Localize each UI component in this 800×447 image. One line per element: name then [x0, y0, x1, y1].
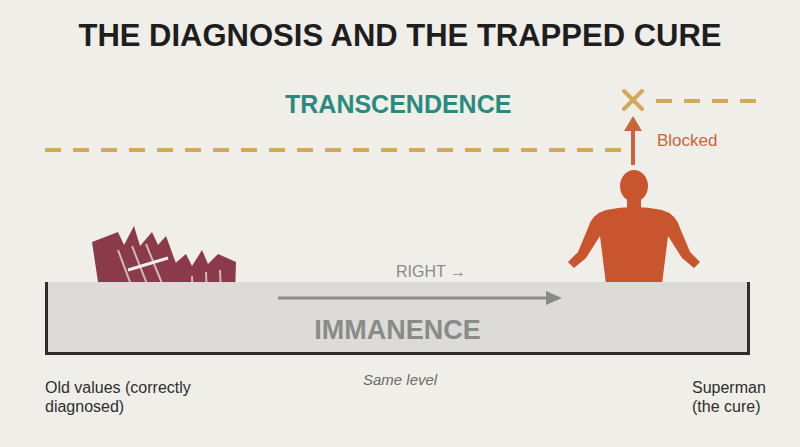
upward-arrow	[631, 128, 635, 165]
band-label: IMMANENCE	[48, 315, 747, 346]
arrow-head	[624, 116, 642, 131]
level-note: Same level	[363, 371, 437, 388]
caption-label: Superman (the cure)	[692, 378, 769, 416]
transcendence-line	[45, 148, 622, 152]
right-arrow	[278, 297, 548, 300]
blocked-cross	[624, 91, 642, 109]
transcendence-line	[656, 99, 760, 103]
direction-label: RIGHT →	[396, 263, 466, 281]
blocked-label: Blocked	[657, 131, 717, 151]
arrow-head	[546, 291, 562, 305]
diagram-title: THE DIAGNOSIS AND THE TRAPPED CURE	[0, 18, 800, 54]
level-label: TRANSCENDENCE	[285, 90, 511, 119]
caption-label: Old values (correctly diagnosed)	[45, 378, 197, 416]
immanence-band: IMMANENCE	[45, 282, 750, 355]
